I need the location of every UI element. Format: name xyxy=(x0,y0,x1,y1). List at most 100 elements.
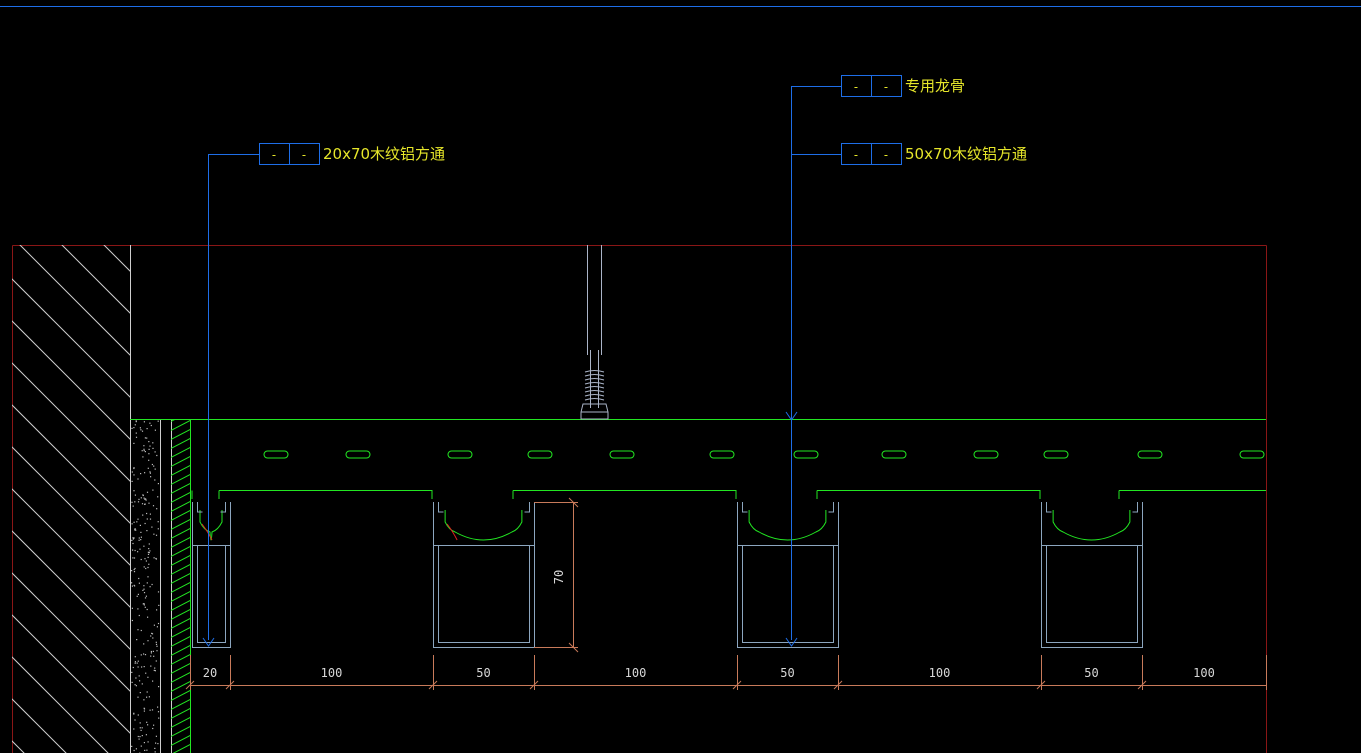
speckle xyxy=(157,591,160,593)
speckle xyxy=(134,424,136,426)
speckle xyxy=(155,534,158,536)
speckle xyxy=(144,498,146,500)
speckle xyxy=(137,666,139,668)
speckle xyxy=(134,656,136,658)
speckle xyxy=(145,595,147,597)
speckle xyxy=(146,428,148,430)
speckle xyxy=(141,666,143,668)
speckle xyxy=(139,680,141,682)
speckle xyxy=(131,480,133,482)
speckle xyxy=(132,542,134,545)
speckle xyxy=(154,479,156,481)
speckle xyxy=(143,448,145,450)
speckle xyxy=(154,667,156,669)
hatch-line xyxy=(12,656,109,753)
speckle xyxy=(140,531,142,533)
speckle xyxy=(153,669,155,671)
speckle xyxy=(154,747,156,749)
speckle xyxy=(137,478,139,480)
clip-accent xyxy=(201,523,213,541)
speckle xyxy=(131,539,133,541)
speckle xyxy=(144,472,146,474)
speckle xyxy=(139,427,141,429)
speckle xyxy=(137,551,139,553)
speckle xyxy=(131,607,133,609)
speckle xyxy=(146,749,148,751)
speckle xyxy=(143,497,145,499)
speckle xyxy=(152,637,154,639)
speckle xyxy=(157,483,159,485)
speckle xyxy=(156,645,158,647)
speckle xyxy=(155,735,157,737)
speckle xyxy=(135,685,137,687)
speckle xyxy=(136,595,138,597)
label-keel-text: 专用龙骨 xyxy=(905,77,965,95)
speckle xyxy=(139,736,141,738)
dim-horizontal-label: 50 xyxy=(780,666,794,680)
speckle xyxy=(147,467,149,469)
keel-slot xyxy=(527,450,553,459)
callout-tag-50x70: - - 50x70木纹铝方通 xyxy=(841,143,1027,165)
speckle xyxy=(133,728,135,730)
speckle xyxy=(138,537,140,539)
keel-slot xyxy=(1239,450,1265,459)
leader-lines xyxy=(202,86,841,647)
speckle xyxy=(132,557,134,559)
speckle xyxy=(152,505,155,507)
speckle xyxy=(132,505,134,507)
speckle xyxy=(141,683,143,685)
dim-horizontal-label: 50 xyxy=(476,666,490,680)
speckle xyxy=(133,749,135,752)
speckle xyxy=(140,745,142,747)
speckle xyxy=(152,650,154,652)
hatch-line xyxy=(12,404,130,524)
speckle xyxy=(141,430,144,432)
speckle xyxy=(131,427,133,429)
speckle xyxy=(142,603,144,605)
speckle xyxy=(149,422,151,424)
speckle xyxy=(133,713,135,715)
speckle xyxy=(140,558,142,561)
speckle xyxy=(150,635,152,637)
speckle xyxy=(152,489,154,491)
dim-horizontal-label: 100 xyxy=(625,666,647,680)
channel-inner xyxy=(1046,546,1138,643)
speckle xyxy=(134,567,136,570)
speckle xyxy=(150,665,152,667)
speckle xyxy=(146,530,148,532)
speckle xyxy=(157,743,159,745)
keel-slot xyxy=(973,450,999,459)
speckle xyxy=(149,471,151,473)
hatch-line xyxy=(12,740,25,753)
speckle xyxy=(155,742,157,744)
thread-coil xyxy=(584,390,605,393)
speckle xyxy=(155,557,157,560)
dim-tick xyxy=(529,680,539,690)
dim-tick xyxy=(1036,680,1046,690)
tag-right-text: - xyxy=(882,148,889,162)
speckle xyxy=(144,503,146,505)
speckle xyxy=(132,537,134,539)
speckle xyxy=(135,436,138,438)
speckle xyxy=(149,550,151,552)
speckle xyxy=(144,606,146,608)
speckle xyxy=(131,619,133,622)
speckle xyxy=(133,569,135,571)
speckle xyxy=(139,548,141,550)
channel-outline xyxy=(1041,502,1143,648)
speckle xyxy=(147,566,149,569)
speckle xyxy=(156,508,158,510)
hatch-line xyxy=(12,446,130,566)
speckle xyxy=(143,699,145,701)
speckle xyxy=(149,518,152,520)
speckle xyxy=(147,576,149,578)
speckle xyxy=(147,551,149,553)
speckle xyxy=(146,608,148,611)
plaster-layer xyxy=(131,420,191,753)
dim-horizontal-label: 100 xyxy=(321,666,343,680)
label-50x70-text: 50x70木纹铝方通 xyxy=(905,145,1027,163)
speckle xyxy=(150,655,152,657)
speckle xyxy=(143,653,145,655)
speckle xyxy=(137,735,139,738)
speckle xyxy=(149,513,151,515)
